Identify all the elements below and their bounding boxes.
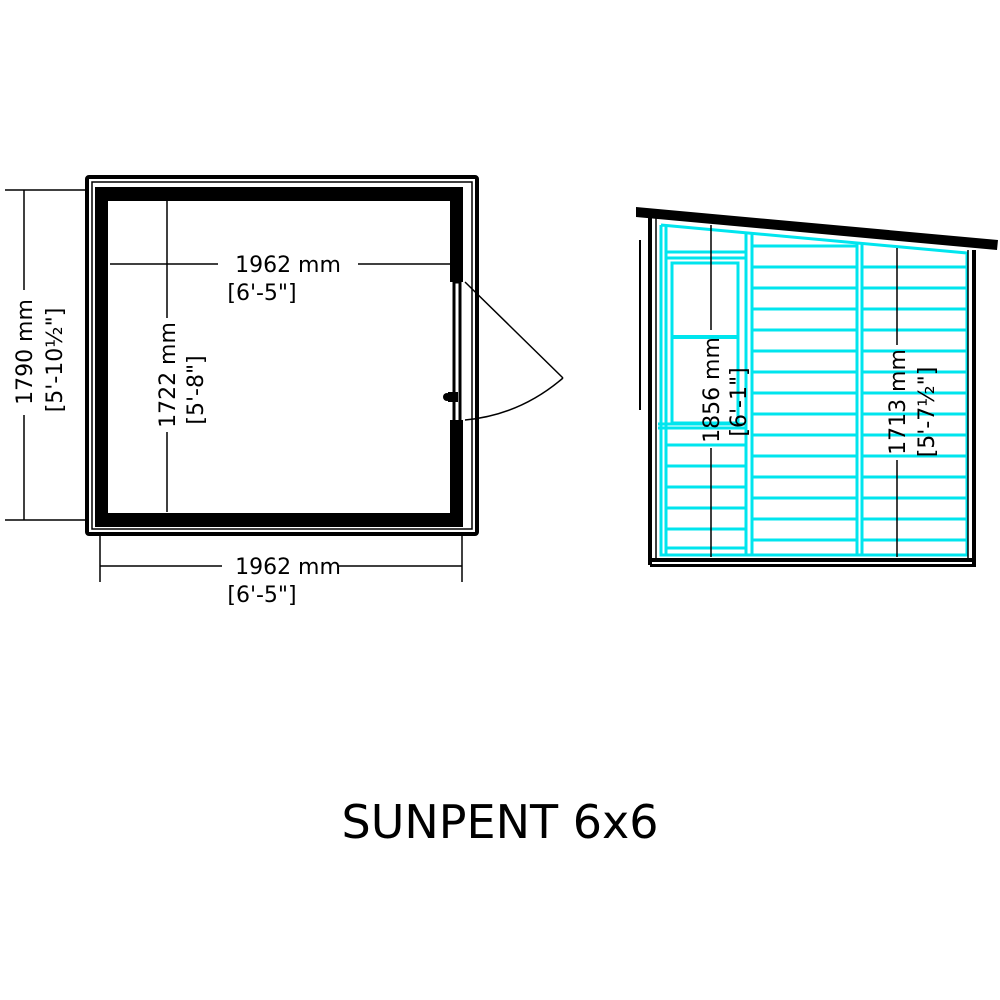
outer-depth-mm: 1790 mm — [13, 299, 38, 405]
outer-depth-imperial: [5'-10½"] — [43, 308, 68, 413]
inner-depth-mm: 1722 mm — [156, 322, 181, 428]
inner-depth-imperial: [5'-8"] — [184, 355, 209, 424]
drawing-title: SUNPENT 6x6 — [341, 795, 659, 849]
inner-width-mm: 1962 mm — [235, 253, 341, 278]
floor-plan: 1962 mm [6'-5"] 1962 mm [6'-5"] 1722 mm … — [5, 175, 564, 608]
rear-height-imperial: [5'-7½"] — [915, 367, 940, 458]
front-height-imperial: [6'-1"] — [727, 367, 752, 436]
side-elevation: 1856 mm [6'-1"] 1713 mm [5'-7½"] — [636, 207, 998, 567]
outer-width-mm: 1962 mm — [235, 555, 341, 580]
rear-height-mm: 1713 mm — [886, 349, 911, 455]
inner-width-imperial: [6'-5"] — [227, 281, 296, 306]
front-height-mm: 1856 mm — [700, 337, 725, 443]
outer-width-imperial: [6'-5"] — [227, 583, 296, 608]
